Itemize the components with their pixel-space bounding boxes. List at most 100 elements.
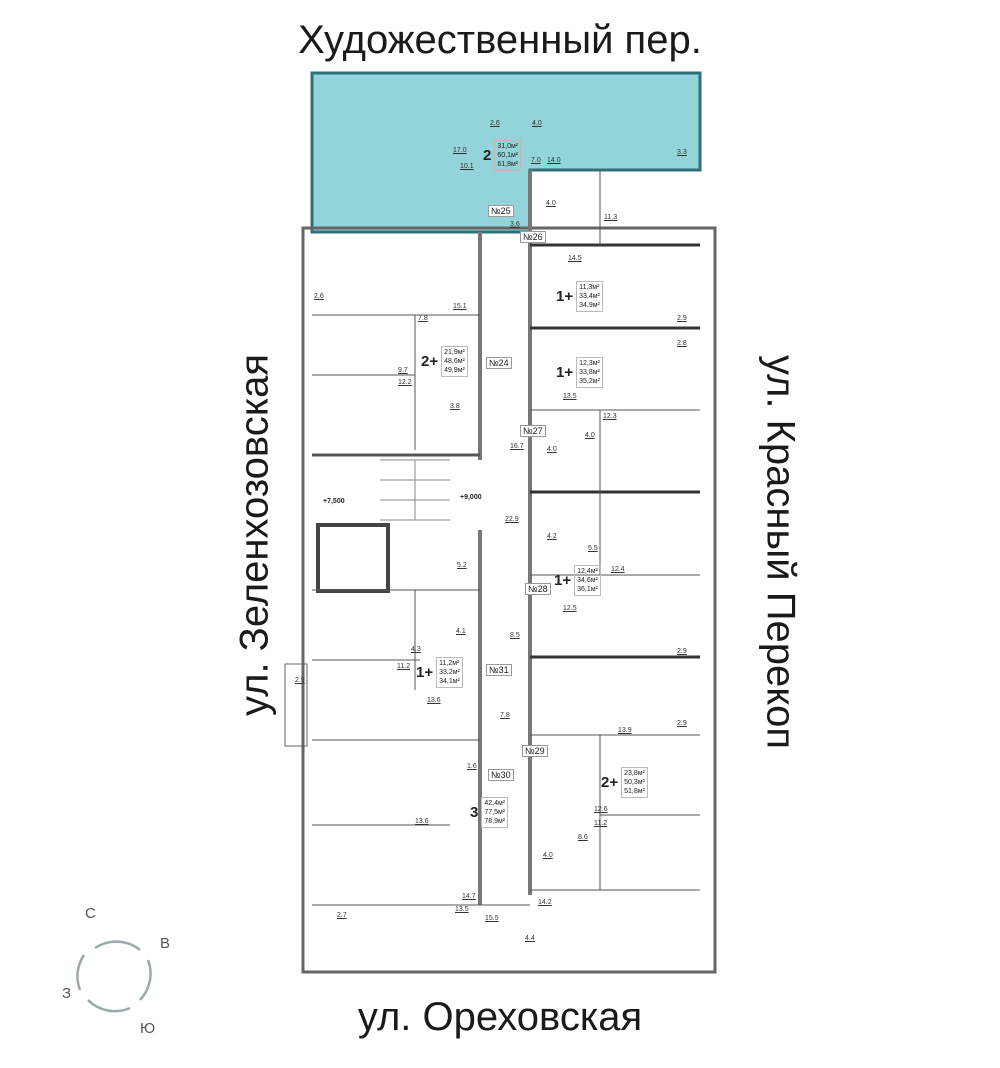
unit-number: №26 bbox=[520, 231, 546, 243]
street-label-top: Художественный пер. bbox=[298, 18, 702, 62]
dimension-label: 13.5 bbox=[563, 393, 577, 400]
dimension-label: 12.5 bbox=[563, 605, 577, 612]
level-mark: +9,000 bbox=[460, 494, 482, 501]
street-label-bottom: ул. Ореховская bbox=[357, 995, 643, 1039]
dimension-label: 14.7 bbox=[462, 893, 476, 900]
dimension-label: 14.0 bbox=[547, 157, 561, 164]
dimension-label: 4.0 bbox=[532, 120, 542, 127]
unit-number: №31 bbox=[486, 664, 512, 676]
unit-number: №28 bbox=[525, 583, 551, 595]
dimension-label: 16.7 bbox=[510, 443, 524, 450]
walls bbox=[312, 170, 700, 906]
dimension-label: 4.0 bbox=[543, 852, 553, 859]
area-full: 49,9м² bbox=[444, 367, 465, 374]
apartment-label[interactable]: 1+ 12,3м² 33,8м² 35,2м² bbox=[556, 357, 603, 388]
area-living: 21,9м² bbox=[444, 349, 465, 356]
area-full: 61,8м² bbox=[497, 161, 519, 168]
dimension-label: 8.6 bbox=[578, 834, 588, 841]
area-living: 42,4м² bbox=[484, 800, 506, 807]
dimension-label: 22.9 bbox=[505, 516, 519, 523]
area-full: 78,9м² bbox=[484, 818, 506, 825]
area-total: 33,2м² bbox=[439, 669, 460, 676]
unit-number: №27 bbox=[520, 425, 546, 437]
dimension-label: 4.1 bbox=[456, 628, 466, 635]
dimension-label: 17.0 bbox=[453, 147, 467, 154]
area-full: 34,1м² bbox=[439, 678, 460, 685]
dimension-label: 4.0 bbox=[547, 446, 557, 453]
area-total: 33,4м² bbox=[579, 293, 600, 300]
area-full: 35,2м² bbox=[579, 378, 600, 385]
room-count: 2+ bbox=[601, 774, 619, 791]
room-count: 3 bbox=[470, 804, 479, 821]
apartment-label[interactable]: 2+ 23,8м² 50,3м² 51,8м² bbox=[601, 767, 648, 798]
area-list: 23,8м² 50,3м² 51,8м² bbox=[621, 767, 648, 798]
area-living: 11,2м² bbox=[439, 660, 460, 667]
dimension-label: 7.0 bbox=[531, 157, 541, 164]
unit-number: №25 bbox=[488, 205, 514, 217]
area-living: 12,3м² bbox=[579, 360, 600, 367]
compass-north: С bbox=[85, 905, 96, 922]
area-living: 11,3м² bbox=[579, 284, 600, 291]
dimension-label: 2.8 bbox=[677, 340, 687, 347]
area-living: 23,8м² bbox=[624, 770, 645, 777]
room-count: 1+ bbox=[556, 364, 574, 381]
area-full: 51,8м² bbox=[624, 788, 645, 795]
area-living: 12,4м² bbox=[577, 568, 598, 575]
dimension-label: 2.6 bbox=[490, 120, 500, 127]
dimension-label: 3.8 bbox=[450, 403, 460, 410]
dimension-label: 2.9 bbox=[295, 677, 305, 684]
dimension-label: 2.6 bbox=[314, 293, 324, 300]
dimension-label: 12.4 bbox=[611, 566, 625, 573]
dimension-label: 4.0 bbox=[546, 200, 556, 207]
dimension-label: 1.6 bbox=[467, 763, 477, 770]
dimension-label: 5.5 bbox=[588, 545, 598, 552]
compass-icon bbox=[76, 940, 152, 1013]
dimension-label: 9.7 bbox=[398, 367, 408, 374]
dimension-label: 11.3 bbox=[604, 214, 618, 221]
area-total: 48,6м² bbox=[444, 358, 465, 365]
room-count: 1+ bbox=[556, 288, 574, 305]
dimension-label: 7.8 bbox=[418, 315, 428, 322]
balcony bbox=[284, 663, 308, 747]
dimension-label: 13.6 bbox=[415, 818, 429, 825]
dimension-label: 10.1 bbox=[460, 163, 474, 170]
area-total: 34,6м² bbox=[577, 577, 598, 584]
area-living: 31,0м² bbox=[497, 143, 519, 150]
staircase bbox=[380, 459, 450, 521]
area-total: 33,8м² bbox=[579, 369, 600, 376]
dimension-label: 4.4 bbox=[525, 935, 535, 942]
dimension-label: 12.6 bbox=[594, 806, 608, 813]
dimension-label: 4.3 bbox=[411, 646, 421, 653]
dimension-label: 4.0 bbox=[585, 432, 595, 439]
apartment-label[interactable]: 2+ 21,9м² 48,6м² 49,9м² bbox=[421, 346, 468, 377]
room-count: 2+ bbox=[421, 353, 439, 370]
dimension-label: 13.9 bbox=[618, 727, 632, 734]
dimension-label: 12.3 bbox=[603, 413, 617, 420]
dimension-label: 2.9 bbox=[677, 315, 687, 322]
area-list: 12,3м² 33,8м² 35,2м² bbox=[576, 357, 603, 388]
dimension-label: 2.9 bbox=[677, 720, 687, 727]
unit-number: №30 bbox=[488, 769, 514, 781]
compass-west: З bbox=[62, 985, 72, 1002]
unit-number: №29 bbox=[522, 745, 548, 757]
area-full: 36,1м² bbox=[577, 586, 598, 593]
dimension-label: 3.3 bbox=[677, 149, 687, 156]
dimension-label: 14.2 bbox=[538, 899, 552, 906]
room-count: 2 bbox=[483, 147, 492, 164]
dimension-label: 8.5 bbox=[510, 632, 520, 639]
area-list: 11,2м² 33,2м² 34,1м² bbox=[436, 657, 463, 688]
area-total: 50,3м² bbox=[624, 779, 645, 786]
dimension-label: 4.2 bbox=[547, 533, 557, 540]
dimension-label: 7.8 bbox=[500, 712, 510, 719]
dimension-label: 11.2 bbox=[594, 820, 608, 827]
dimension-label: 2.9 bbox=[677, 648, 687, 655]
compass-south: Ю bbox=[140, 1020, 156, 1037]
